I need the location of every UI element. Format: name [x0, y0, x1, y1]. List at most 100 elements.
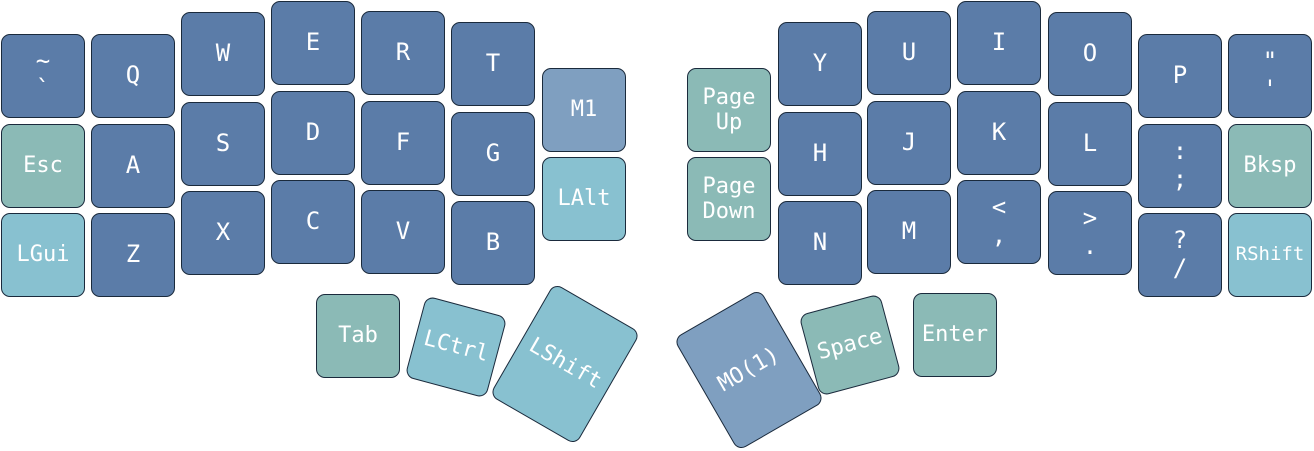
- key-semicolon-shift: :: [1172, 137, 1188, 166]
- key-i[interactable]: I: [957, 1, 1041, 85]
- key-tilde-shift: ~: [35, 47, 51, 76]
- key-lalt-label: LAlt: [557, 186, 611, 212]
- key-slash-shift: ?: [1172, 226, 1188, 255]
- key-o[interactable]: O: [1048, 12, 1132, 96]
- key-g[interactable]: G: [451, 112, 535, 196]
- key-o-label: O: [1082, 39, 1098, 68]
- key-k-label: K: [991, 118, 1007, 147]
- key-b[interactable]: B: [451, 201, 535, 285]
- key-lctrl[interactable]: LCtrl: [404, 295, 508, 399]
- key-j[interactable]: J: [867, 101, 951, 185]
- key-enter-label: Enter: [921, 322, 989, 348]
- key-page-down[interactable]: Page Down: [687, 157, 771, 241]
- key-period-shift: >: [1082, 204, 1098, 233]
- key-d[interactable]: D: [271, 91, 355, 175]
- key-b-label: B: [485, 228, 501, 257]
- key-d-label: D: [305, 118, 321, 147]
- key-l[interactable]: L: [1048, 102, 1132, 186]
- key-lgui[interactable]: LGui: [1, 213, 85, 297]
- key-n-label: N: [812, 228, 828, 257]
- key-c-label: C: [305, 207, 321, 236]
- key-a-label: A: [125, 151, 141, 180]
- key-s-label: S: [215, 129, 231, 158]
- key-page-up-line2: Up: [715, 110, 743, 135]
- key-h-label: H: [812, 139, 828, 168]
- key-v[interactable]: V: [361, 190, 445, 274]
- key-page-up[interactable]: Page Up: [687, 68, 771, 152]
- key-m1-label: M1: [570, 97, 598, 123]
- key-s[interactable]: S: [181, 102, 265, 186]
- key-q[interactable]: Q: [91, 34, 175, 118]
- key-z-label: Z: [125, 240, 141, 269]
- key-p-label: P: [1172, 61, 1188, 90]
- key-quote-shift: ": [1262, 47, 1278, 76]
- key-x-label: X: [215, 218, 231, 247]
- key-mo1-label: MO(1): [713, 342, 784, 398]
- key-p[interactable]: P: [1138, 34, 1222, 118]
- key-a[interactable]: A: [91, 124, 175, 208]
- key-e[interactable]: E: [271, 1, 355, 85]
- key-c[interactable]: C: [271, 180, 355, 264]
- key-page-down-line2: Down: [702, 199, 756, 224]
- key-page-down-line1: Page: [702, 173, 756, 199]
- key-y[interactable]: Y: [778, 22, 862, 106]
- key-bksp[interactable]: Bksp: [1228, 124, 1312, 208]
- key-comma-shift: <: [991, 193, 1007, 222]
- key-k[interactable]: K: [957, 91, 1041, 175]
- key-lctrl-label: LCtrl: [420, 326, 492, 368]
- key-space[interactable]: Space: [798, 293, 902, 397]
- key-lshift[interactable]: LShift: [489, 282, 641, 446]
- key-h[interactable]: H: [778, 112, 862, 196]
- key-esc-label: Esc: [23, 153, 63, 179]
- key-lalt[interactable]: LAlt: [542, 157, 626, 241]
- key-u-label: U: [901, 38, 917, 67]
- key-z[interactable]: Z: [91, 213, 175, 297]
- key-rshift[interactable]: RShift: [1228, 213, 1312, 297]
- key-rshift-label: RShift: [1235, 243, 1305, 266]
- key-r[interactable]: R: [361, 11, 445, 95]
- key-y-label: Y: [812, 49, 828, 78]
- key-tab-label: Tab: [338, 323, 378, 349]
- key-l-label: L: [1082, 129, 1098, 158]
- key-m1[interactable]: M1: [542, 68, 626, 152]
- key-t-label: T: [485, 49, 501, 78]
- key-slash[interactable]: ? /: [1138, 213, 1222, 297]
- key-comma[interactable]: < ,: [957, 180, 1041, 264]
- key-period-base: .: [1082, 232, 1098, 260]
- key-page-up-line1: Page: [702, 84, 756, 110]
- key-lshift-label: LShift: [524, 333, 606, 395]
- key-tab[interactable]: Tab: [316, 294, 400, 378]
- key-space-label: Space: [814, 324, 886, 366]
- key-e-label: E: [305, 28, 321, 57]
- key-i-label: I: [991, 28, 1007, 57]
- key-esc[interactable]: Esc: [1, 124, 85, 208]
- key-slash-base: /: [1172, 254, 1188, 282]
- key-j-label: J: [901, 128, 917, 157]
- key-g-label: G: [485, 139, 501, 168]
- key-w[interactable]: W: [181, 12, 265, 96]
- key-bksp-label: Bksp: [1243, 153, 1297, 179]
- key-m[interactable]: M: [867, 190, 951, 274]
- key-quote[interactable]: " ': [1228, 34, 1312, 118]
- key-tilde[interactable]: ~ `: [1, 34, 85, 118]
- key-enter[interactable]: Enter: [913, 293, 997, 377]
- key-comma-base: ,: [991, 221, 1007, 249]
- key-semicolon[interactable]: : ;: [1138, 124, 1222, 208]
- key-f[interactable]: F: [361, 101, 445, 185]
- key-w-label: W: [215, 39, 231, 68]
- key-t[interactable]: T: [451, 22, 535, 106]
- key-n[interactable]: N: [778, 201, 862, 285]
- key-v-label: V: [395, 217, 411, 246]
- key-mo1[interactable]: MO(1): [673, 288, 825, 451]
- key-f-label: F: [395, 128, 411, 157]
- key-semicolon-base: ;: [1172, 165, 1188, 193]
- key-r-label: R: [395, 38, 411, 67]
- key-period[interactable]: > .: [1048, 191, 1132, 275]
- key-m-label: M: [901, 217, 917, 246]
- key-quote-base: ': [1262, 75, 1278, 103]
- key-lgui-label: LGui: [16, 242, 70, 268]
- key-tilde-base: `: [35, 75, 51, 103]
- key-x[interactable]: X: [181, 191, 265, 275]
- key-q-label: Q: [125, 61, 141, 90]
- key-u[interactable]: U: [867, 11, 951, 95]
